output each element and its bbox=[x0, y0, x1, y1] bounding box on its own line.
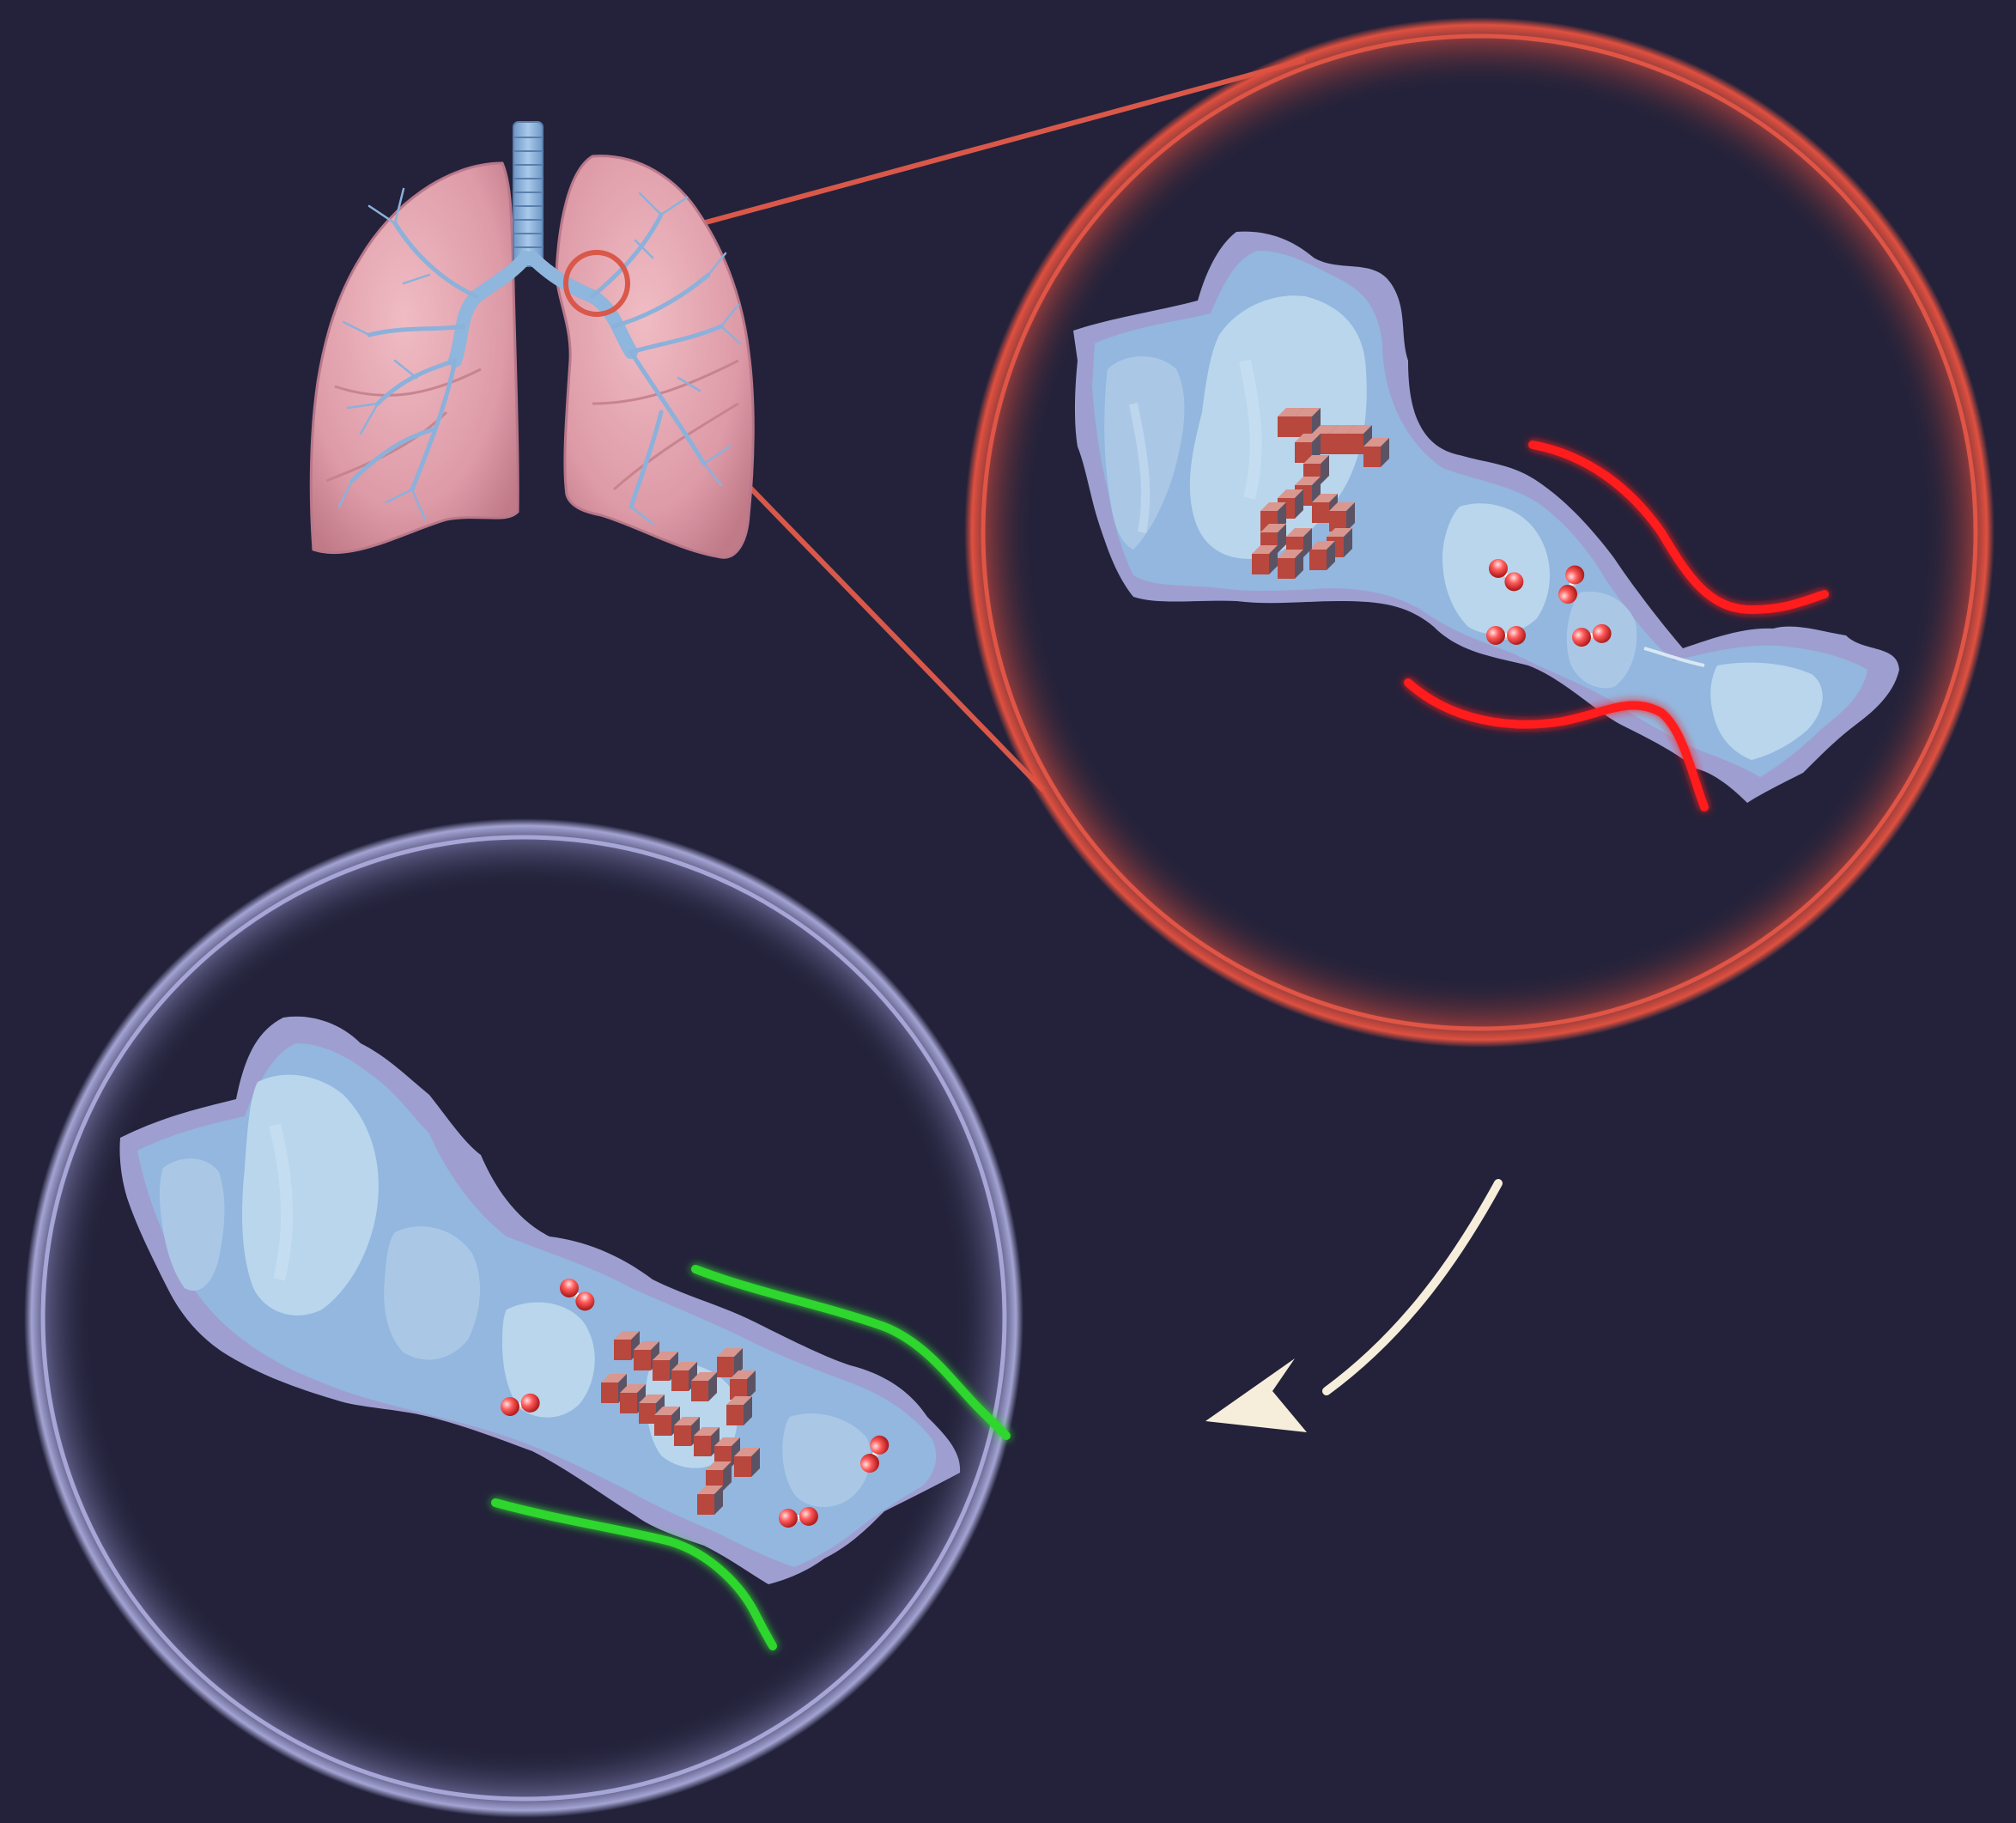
healthy-airway-callout bbox=[24, 818, 1023, 1818]
lungs-icon bbox=[311, 122, 753, 557]
inflamed-airway-callout bbox=[964, 17, 1995, 1048]
trachea bbox=[513, 122, 543, 266]
curved-arrow-icon bbox=[1205, 1183, 1498, 1432]
